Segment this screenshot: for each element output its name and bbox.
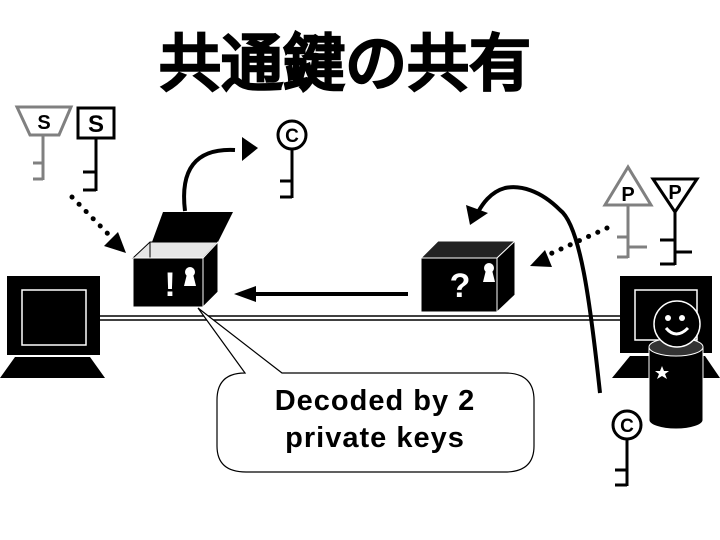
callout-line-1: Decoded by 2 <box>275 385 476 417</box>
slide-title: 共通鍵の共有 <box>159 27 531 100</box>
dotted-arrow-to-open-box <box>69 194 126 253</box>
receiver-public-key-icon: P <box>650 177 700 266</box>
key-label: S <box>37 112 50 134</box>
common-key-icon: C <box>276 119 308 199</box>
star-icon <box>655 366 669 379</box>
curved-arrow-to-locked-box <box>466 185 602 394</box>
receiver-public-key-gray-icon: P <box>602 164 654 259</box>
transfer-arrow <box>234 286 408 302</box>
box-symbol: ! <box>164 266 175 304</box>
keyhole-icon <box>184 267 196 286</box>
opened-box-icon: ! <box>131 212 233 309</box>
locked-box-icon: ? <box>419 239 517 314</box>
common-key-bottom-icon: C <box>611 409 643 487</box>
sender-computer-icon <box>0 276 105 378</box>
sender-private-key-icon: S <box>76 106 116 192</box>
dotted-arrow-to-locked-box <box>530 225 610 267</box>
keyhole-icon <box>483 263 495 282</box>
key-label: C <box>285 126 299 147</box>
key-label: C <box>620 416 634 437</box>
receiver-person-icon <box>648 300 704 430</box>
sender-private-key-gray-icon: S <box>14 105 74 181</box>
callout-line-2: private keys <box>285 422 465 454</box>
key-label: S <box>88 111 104 138</box>
callout-bubble: Decoded by 2 private keys <box>197 307 535 473</box>
key-label: P <box>621 184 634 206</box>
box-symbol: ? <box>450 267 471 305</box>
network-line <box>100 315 625 321</box>
curved-arrow-to-common-key <box>182 137 258 212</box>
key-label: P <box>668 182 681 204</box>
